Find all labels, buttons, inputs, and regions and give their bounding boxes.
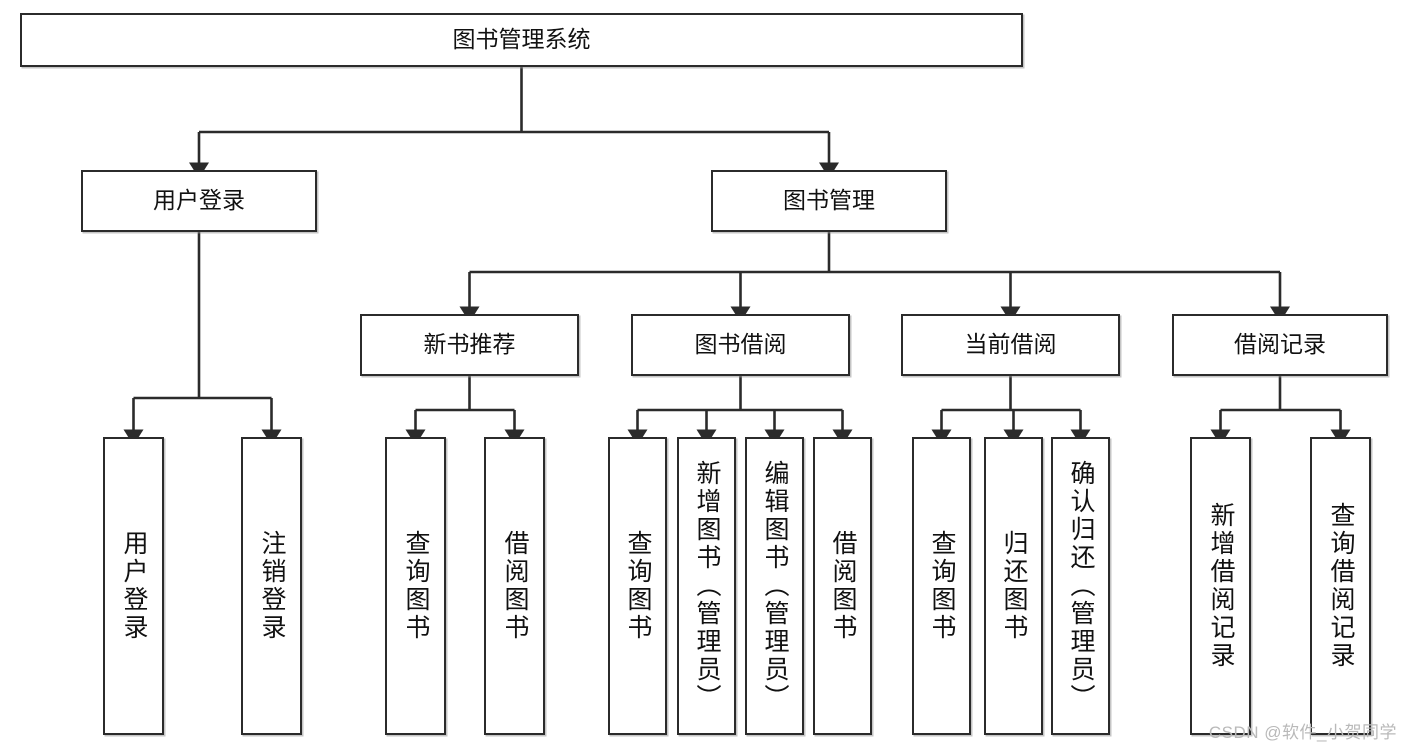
- node-label: 查询图书: [928, 530, 956, 642]
- node-label: 查询图书: [402, 530, 430, 642]
- node-label: 借阅记录: [1234, 331, 1326, 358]
- node-current-borrow[interactable]: 当前借阅: [901, 314, 1120, 376]
- node-leaf-user-logout[interactable]: 注销登录: [241, 437, 302, 735]
- node-leaf-confirm-return[interactable]: 确认归还（管理员）: [1051, 437, 1110, 735]
- node-leaf-query-book-new[interactable]: 查询图书: [385, 437, 446, 735]
- node-leaf-query-borrow-record[interactable]: 查询借阅记录: [1310, 437, 1371, 735]
- node-book-manage[interactable]: 图书管理: [711, 170, 947, 232]
- node-borrow-record[interactable]: 借阅记录: [1172, 314, 1388, 376]
- node-user-login[interactable]: 用户登录: [81, 170, 317, 232]
- node-leaf-query-book-borrow[interactable]: 查询图书: [608, 437, 667, 735]
- node-label: 查询图书: [624, 530, 652, 642]
- node-label: 用户登录: [120, 530, 148, 642]
- node-leaf-return-book[interactable]: 归还图书: [984, 437, 1043, 735]
- watermark: CSDN @软件_小贺同学: [1208, 723, 1397, 742]
- node-leaf-user-login[interactable]: 用户登录: [103, 437, 164, 735]
- node-leaf-add-borrow-record[interactable]: 新增借阅记录: [1190, 437, 1251, 735]
- node-label: 当前借阅: [964, 331, 1057, 358]
- node-label: 新增图书（管理员）: [693, 460, 721, 712]
- node-leaf-query-book-current[interactable]: 查询图书: [912, 437, 971, 735]
- node-label: 图书管理系统: [452, 26, 591, 53]
- node-label: 注销登录: [258, 530, 286, 642]
- node-leaf-add-book[interactable]: 新增图书（管理员）: [677, 437, 736, 735]
- node-label: 编辑图书（管理员）: [761, 460, 789, 712]
- node-root[interactable]: 图书管理系统: [20, 13, 1023, 67]
- node-label: 用户登录: [153, 187, 245, 214]
- node-label: 确认归还（管理员）: [1067, 460, 1095, 712]
- node-new-book-recommend[interactable]: 新书推荐: [360, 314, 579, 376]
- node-leaf-borrow-book[interactable]: 借阅图书: [813, 437, 872, 735]
- node-label: 借阅图书: [829, 530, 857, 642]
- node-label: 图书管理: [783, 187, 875, 214]
- node-label: 新书推荐: [423, 331, 516, 358]
- node-label: 归还图书: [1000, 530, 1028, 642]
- node-label: 新增借阅记录: [1207, 502, 1235, 670]
- node-label: 图书借阅: [694, 331, 787, 358]
- node-leaf-edit-book[interactable]: 编辑图书（管理员）: [745, 437, 804, 735]
- node-label: 查询借阅记录: [1327, 502, 1355, 670]
- node-label: 借阅图书: [501, 530, 529, 642]
- node-book-borrow[interactable]: 图书借阅: [631, 314, 850, 376]
- node-leaf-borrow-book-new[interactable]: 借阅图书: [484, 437, 545, 735]
